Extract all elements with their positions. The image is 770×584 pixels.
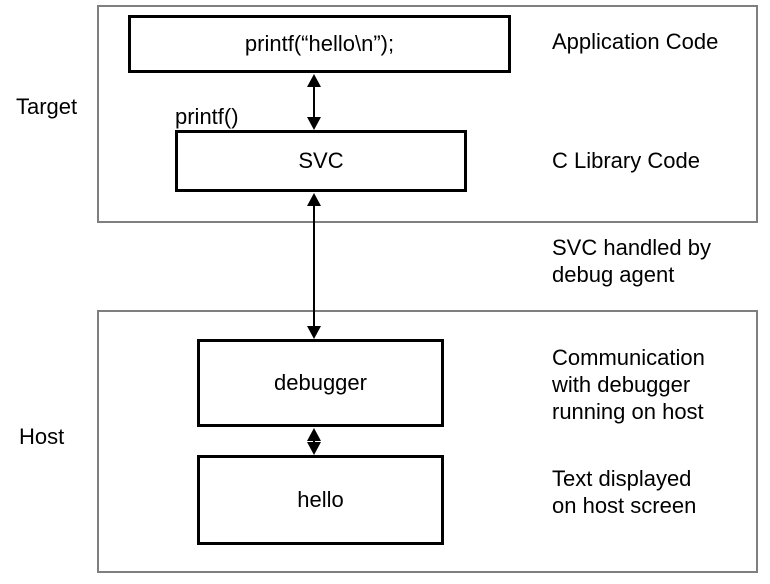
arrow-debugger-to-hello <box>307 428 321 455</box>
arrow-line <box>313 85 315 119</box>
application-code-box-text: printf(“hello\n”); <box>244 31 395 56</box>
host-section-frame <box>97 310 758 573</box>
arrow-line <box>313 204 315 328</box>
arrowhead-down-icon <box>307 117 321 130</box>
arrow-app-to-svc <box>307 74 321 130</box>
caption-application-code: Application Code <box>552 29 719 54</box>
host-section-label: Host <box>19 424 65 449</box>
hello-box: hello <box>197 455 444 545</box>
arrow-line <box>313 439 315 444</box>
arrow-svc-to-debugger <box>307 193 321 339</box>
caption-text-displayed: Text displayed on host screen <box>552 466 697 518</box>
arrowhead-down-icon <box>307 326 321 339</box>
hello-box-text: hello <box>297 487 344 512</box>
debugger-box-text: debugger <box>274 370 367 395</box>
printf-call-label: printf() <box>175 104 239 129</box>
svc-box: SVC <box>175 130 467 192</box>
arrowhead-up-icon <box>307 428 321 441</box>
caption-svc-handled: SVC handled by debug agent <box>552 235 711 287</box>
target-section-frame <box>97 5 758 223</box>
target-section-label: Target <box>16 94 78 119</box>
arrowhead-up-icon <box>307 74 321 87</box>
caption-c-library-code: C Library Code <box>552 148 700 173</box>
application-code-box: printf(“hello\n”); <box>128 15 511 73</box>
arrowhead-up-icon <box>307 193 321 206</box>
svc-box-text: SVC <box>298 148 344 173</box>
caption-communication: Communication with debugger running on h… <box>552 345 705 424</box>
arrowhead-down-icon <box>307 442 321 455</box>
debugger-box: debugger <box>197 339 444 427</box>
